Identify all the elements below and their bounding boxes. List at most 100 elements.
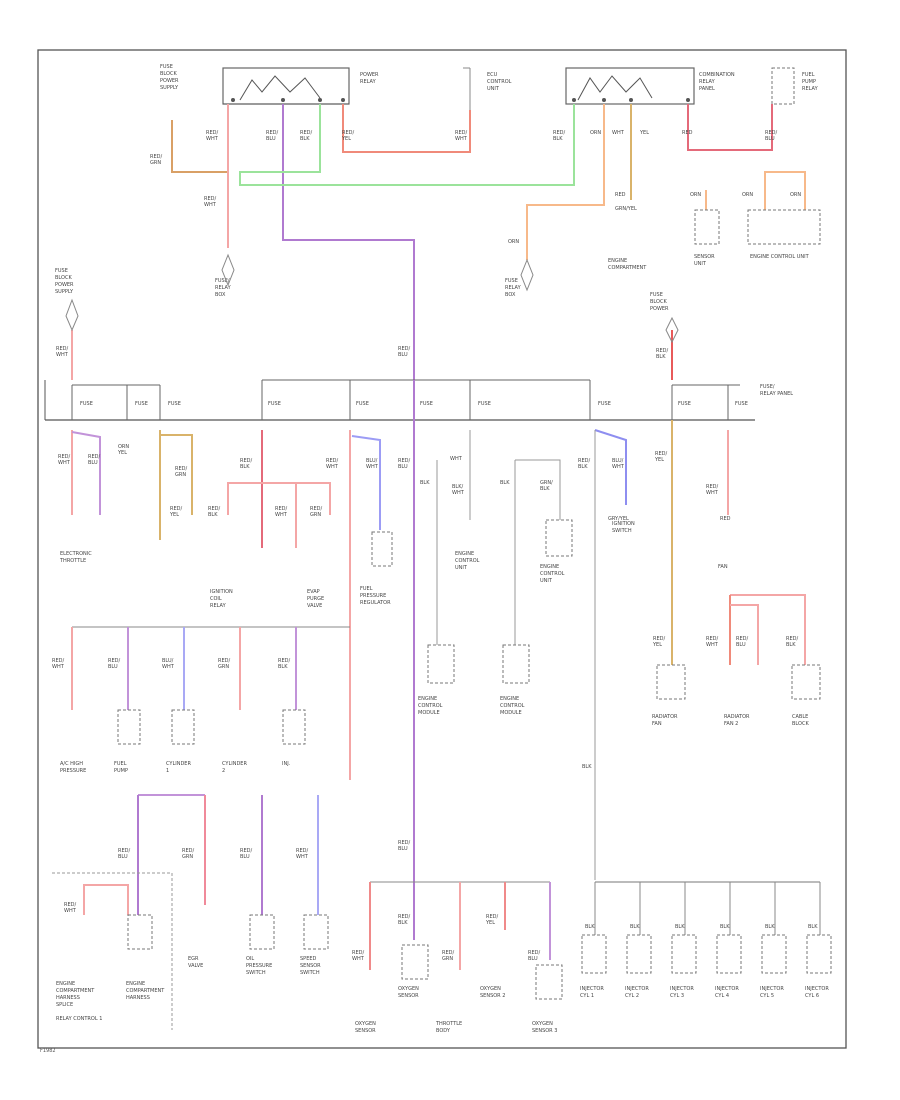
svg-text:YEL: YEL bbox=[341, 136, 351, 142]
svg-text:BLK: BLK bbox=[582, 764, 592, 770]
svg-text:FUSE: FUSE bbox=[268, 401, 281, 407]
svg-text:ORN: ORN bbox=[690, 192, 701, 198]
top-connector-center bbox=[463, 67, 471, 110]
svg-text:BLU: BLU bbox=[266, 136, 276, 142]
svg-text:RED/: RED/ bbox=[553, 130, 565, 136]
fuse-relay-panel bbox=[44, 379, 755, 421]
svg-text:SUPPLY: SUPPLY bbox=[160, 85, 179, 91]
svg-text:BLU: BLU bbox=[736, 642, 746, 648]
svg-text:THROTTLE: THROTTLE bbox=[59, 558, 86, 564]
svg-text:BLK: BLK bbox=[630, 924, 640, 930]
svg-text:RELAY: RELAY bbox=[215, 285, 232, 291]
svg-text:ORN: ORN bbox=[590, 130, 601, 136]
svg-text:FUSE: FUSE bbox=[505, 278, 518, 284]
svg-text:RED/: RED/ bbox=[486, 914, 498, 920]
svg-text:COMPARTMENT: COMPARTMENT bbox=[56, 988, 95, 994]
svg-text:FUSE: FUSE bbox=[160, 64, 173, 70]
svg-text:SWITCH: SWITCH bbox=[612, 528, 632, 534]
svg-text:WHT: WHT bbox=[56, 352, 69, 358]
svg-text:RED/: RED/ bbox=[528, 950, 540, 956]
svg-text:BLK: BLK bbox=[208, 512, 218, 518]
svg-text:WHT: WHT bbox=[206, 136, 219, 142]
svg-text:UNIT: UNIT bbox=[487, 86, 500, 92]
svg-text:WHT: WHT bbox=[706, 490, 719, 496]
svg-text:FUEL: FUEL bbox=[802, 72, 815, 78]
svg-text:RED/: RED/ bbox=[218, 658, 230, 664]
svg-text:RED/: RED/ bbox=[736, 636, 748, 642]
svg-text:VALVE: VALVE bbox=[307, 603, 322, 609]
wire-code-labels: RED/WHT RED/BLU RED/BLK RED/YEL RED/WHT … bbox=[52, 130, 818, 962]
svg-text:RELAY: RELAY bbox=[360, 79, 377, 85]
svg-text:ENGINE: ENGINE bbox=[540, 564, 559, 570]
wire-red-top bbox=[342, 104, 471, 153]
svg-text:BLU/: BLU/ bbox=[366, 458, 378, 464]
svg-text:RED/: RED/ bbox=[653, 636, 665, 642]
svg-text:COMPARTMENT: COMPARTMENT bbox=[608, 265, 647, 271]
svg-text:RED/: RED/ bbox=[398, 914, 410, 920]
corner-label: F1982 bbox=[40, 1048, 56, 1054]
wire-pink-f4-branch bbox=[227, 482, 331, 515]
svg-text:GRN: GRN bbox=[218, 664, 229, 670]
svg-text:REGULATOR: REGULATOR bbox=[360, 600, 391, 606]
svg-text:CYL 3: CYL 3 bbox=[670, 993, 684, 999]
svg-text:GRN/YEL: GRN/YEL bbox=[615, 206, 637, 212]
svg-text:RED/: RED/ bbox=[326, 458, 338, 464]
svg-text:CYLINDER: CYLINDER bbox=[166, 761, 191, 767]
svg-text:BLU: BLU bbox=[398, 352, 408, 358]
svg-text:BLK: BLK bbox=[675, 924, 685, 930]
wire-blue-f8 bbox=[594, 429, 627, 505]
svg-text:GRN: GRN bbox=[310, 512, 321, 518]
wire-orange-right bbox=[526, 104, 605, 260]
svg-text:BOX: BOX bbox=[505, 292, 516, 298]
svg-text:RED/: RED/ bbox=[578, 458, 590, 464]
svg-text:RED/: RED/ bbox=[706, 636, 718, 642]
svg-text:WHT: WHT bbox=[706, 642, 719, 648]
component-engine-control-unit bbox=[747, 209, 821, 245]
svg-text:RED/: RED/ bbox=[310, 506, 322, 512]
svg-text:WHT: WHT bbox=[58, 460, 71, 466]
svg-text:ORN: ORN bbox=[508, 239, 519, 245]
svg-text:RED/: RED/ bbox=[170, 506, 182, 512]
svg-text:WHT: WHT bbox=[275, 512, 288, 518]
wire-gray-mid bbox=[515, 459, 561, 520]
svg-text:HARNESS: HARNESS bbox=[126, 995, 150, 1001]
svg-text:BLU/: BLU/ bbox=[612, 458, 624, 464]
splice-right bbox=[665, 316, 679, 344]
svg-text:RED/: RED/ bbox=[52, 658, 64, 664]
svg-text:RELAY CONTROL 1: RELAY CONTROL 1 bbox=[56, 1016, 102, 1022]
svg-text:RED/: RED/ bbox=[182, 848, 194, 854]
svg-text:RED/: RED/ bbox=[58, 454, 70, 460]
svg-text:RED/: RED/ bbox=[208, 506, 220, 512]
svg-text:RED/: RED/ bbox=[56, 346, 68, 352]
svg-text:RED/: RED/ bbox=[118, 848, 130, 854]
svg-text:2: 2 bbox=[222, 768, 225, 774]
svg-text:WHT: WHT bbox=[612, 464, 625, 470]
svg-text:INJECTOR: INJECTOR bbox=[760, 986, 784, 992]
svg-text:YEL: YEL bbox=[485, 920, 495, 926]
svg-text:GRN/: GRN/ bbox=[540, 480, 553, 486]
svg-text:FAN: FAN bbox=[718, 564, 728, 570]
svg-text:OXYGEN: OXYGEN bbox=[398, 986, 419, 992]
svg-text:MODULE: MODULE bbox=[418, 710, 440, 716]
wire-pink-right-cluster2 bbox=[730, 604, 759, 665]
svg-text:RED/: RED/ bbox=[655, 451, 667, 457]
svg-text:ORN: ORN bbox=[790, 192, 801, 198]
svg-text:YEL: YEL bbox=[654, 457, 664, 463]
svg-text:FUSE: FUSE bbox=[735, 401, 748, 407]
svg-text:CYL 5: CYL 5 bbox=[760, 993, 774, 999]
svg-text:SENSOR 3: SENSOR 3 bbox=[532, 1028, 557, 1034]
svg-text:RED/: RED/ bbox=[342, 130, 354, 136]
splice-center bbox=[221, 253, 235, 287]
wire-pink-lower-d bbox=[83, 884, 129, 915]
wire-pink-right-cluster bbox=[730, 594, 806, 665]
svg-text:FUSE/: FUSE/ bbox=[760, 384, 775, 390]
svg-text:CONTROL: CONTROL bbox=[487, 79, 512, 85]
svg-text:EGR: EGR bbox=[188, 956, 199, 962]
svg-text:CYLINDER: CYLINDER bbox=[222, 761, 247, 767]
svg-text:RED/: RED/ bbox=[765, 130, 777, 136]
svg-text:RELAY: RELAY bbox=[210, 603, 227, 609]
svg-text:BLU: BLU bbox=[108, 664, 118, 670]
